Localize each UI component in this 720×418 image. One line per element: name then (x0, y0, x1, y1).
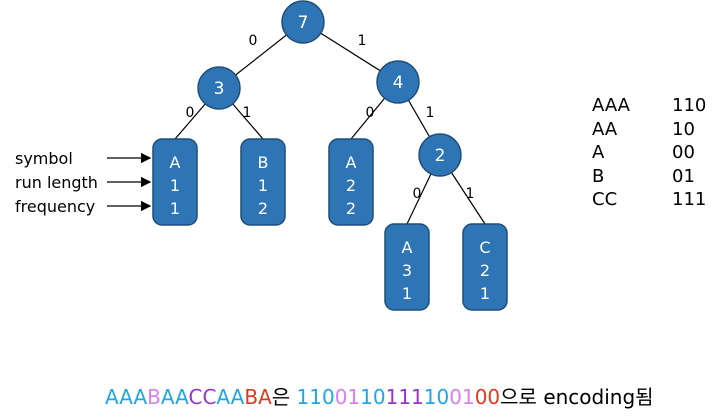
leaf-frequency: 2 (258, 199, 268, 218)
code-segment: 110 (296, 385, 335, 409)
leaf-run-length: 1 (258, 176, 268, 195)
code-row: CC 111 (592, 188, 706, 212)
leaf-a3: A 3 1 (384, 223, 430, 311)
code-value: 10 (672, 118, 695, 140)
code-segment: 01 (334, 385, 361, 409)
code-symbol: AA (592, 118, 618, 140)
code-segment: 00 (474, 385, 501, 409)
input-segment: CC (188, 385, 217, 409)
edge-label: 1 (358, 33, 367, 49)
leaf-cc: C 2 1 (462, 223, 508, 311)
node-label: 3 (214, 79, 225, 99)
leaf-box (152, 138, 198, 226)
input-segment: AA (216, 385, 245, 409)
code-symbol: A (592, 142, 605, 163)
edge-label: 0 (186, 105, 195, 121)
leaf-box (240, 138, 286, 226)
input-segment: AAA (105, 385, 148, 409)
encoding-input: AAABAACCAABA (105, 385, 272, 409)
node-circle (418, 133, 462, 177)
code-segment: 10 (423, 385, 450, 409)
node-label: 2 (435, 146, 446, 166)
input-segment: B (147, 385, 161, 409)
leaf-symbol: C (479, 238, 490, 257)
edge-label: 0 (366, 105, 375, 121)
leaf-run-length: 2 (346, 176, 356, 195)
leaf-symbol: A (346, 153, 357, 172)
code-segment: 10 (360, 385, 386, 409)
node-circle (376, 60, 420, 104)
encoding-sentence: AAABAACCAABA은 1100110111100100으로 encodin… (105, 381, 654, 410)
leaf-run-length: 2 (480, 261, 490, 280)
input-segment: BA (244, 385, 272, 409)
code-row: AAA 110 (592, 94, 706, 118)
tree-node-n4: 4 (376, 60, 420, 104)
code-segment: 111 (385, 385, 424, 409)
node-circle (197, 66, 241, 110)
leaf-symbol: A (402, 238, 413, 257)
leaf-symbol: A (170, 153, 181, 172)
tree-node-n2: 2 (418, 133, 462, 177)
edge-label: 1 (426, 105, 435, 121)
tree-node-root: 7 (281, 0, 325, 44)
node-label: 4 (393, 73, 404, 93)
code-symbol: CC (592, 189, 618, 210)
node-label: 7 (298, 13, 309, 33)
edge-label: 1 (243, 105, 252, 121)
edge-label: 0 (249, 33, 258, 49)
leaf-b: B 1 2 (240, 138, 286, 226)
code-row: B 01 (592, 165, 706, 189)
code-value: 01 (672, 165, 695, 187)
code-segment: 01 (449, 385, 475, 409)
leaf-symbol: B (258, 153, 269, 172)
leaf-frequency: 1 (402, 284, 412, 303)
annotation-label: frequency (15, 197, 95, 216)
code-value: 111 (672, 189, 707, 210)
leaf-box (328, 138, 374, 226)
edge-label: 0 (413, 186, 422, 202)
annotation-label: symbol (15, 149, 73, 168)
annotation-label: run length (15, 173, 98, 192)
leaf-run-length: 1 (170, 176, 180, 195)
input-segment: AA (160, 385, 189, 409)
leaf-box (462, 223, 508, 311)
leaf-frequency: 1 (170, 199, 180, 218)
leaf-aa: A 2 2 (328, 138, 374, 226)
leaf-frequency: 2 (346, 199, 356, 218)
code-row: A 00 (592, 141, 706, 165)
code-symbol: B (592, 165, 605, 187)
code-value: 110 (672, 95, 707, 116)
code-table: AAA 110 AA 10 A 00 B 01 CC 111 (592, 94, 706, 212)
edge-label: 1 (466, 186, 475, 202)
tree-node-n3: 3 (197, 66, 241, 110)
leaf-box (384, 223, 430, 311)
encoding-particle: 은 (271, 385, 297, 409)
code-value: 00 (672, 142, 695, 163)
encoding-output: 1100110111100100 (297, 385, 501, 409)
code-symbol: AAA (592, 95, 630, 116)
leaf-run-length: 3 (402, 261, 412, 280)
encoding-suffix: 으로 encoding됨 (500, 385, 654, 409)
leaf-aaa: A 1 1 (152, 138, 198, 226)
code-row: AA 10 (592, 118, 706, 142)
node-circle (281, 0, 325, 44)
leaf-frequency: 1 (480, 284, 490, 303)
